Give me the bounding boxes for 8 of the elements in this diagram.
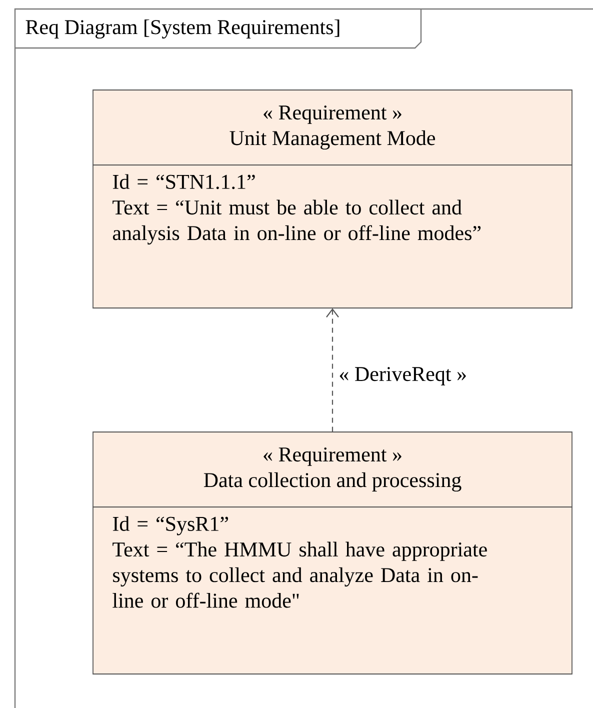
node-label: « Requirement » — [264, 105, 402, 124]
dependency-arrow — [326, 308, 339, 432]
node-label: Unit Management Mode — [230, 130, 436, 150]
node-label: « Requirement » — [264, 447, 402, 466]
node-label: Data collection and processing — [204, 472, 462, 492]
requirement-box: « Requirement » Unit Management Mode Id = “STN1.1.1” Text = “Unit must be able to collect and analysis Data in on-line or off-line modes” — [92, 90, 572, 308]
edge-label: « DeriveReqt » — [338, 366, 468, 386]
requirement-box: « Requirement » Data collection and processing Id = “SysR1” Text = “The HMMU shall have appropriate systems to collect and analyze Data in on-line or off-line mode" — [92, 432, 572, 674]
